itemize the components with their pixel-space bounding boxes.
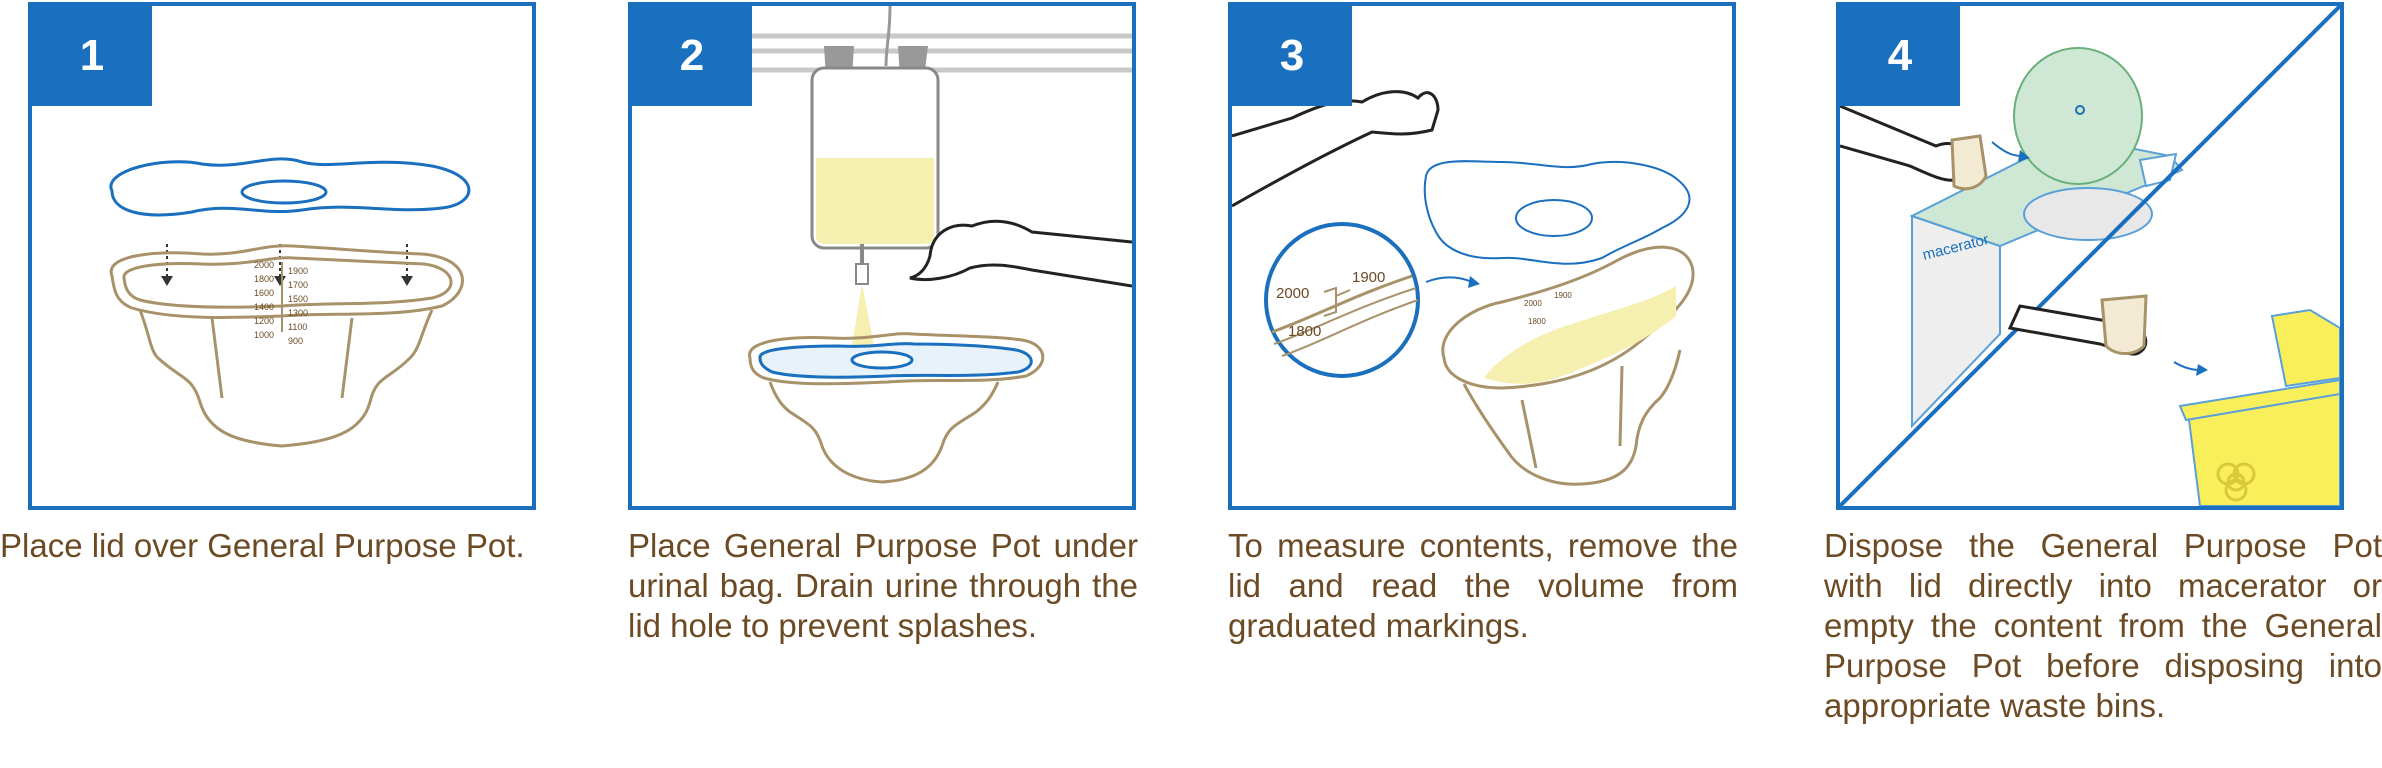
step-1-panel: 1 2000 1800 1600 [28,2,536,510]
urine-in-bag [816,158,934,244]
arrow-icon [1991,141,2023,157]
step-4-caption: Dispose the General Purpose Pot with lid… [1824,527,2382,724]
scale-right-5: 900 [288,336,303,346]
graduation-scale: 2000 1800 1600 1400 1200 1000 1900 1700 … [254,260,308,346]
step-4-number-badge: 4 [1840,6,1960,106]
pot-pouring [1950,134,1988,191]
step-2-panel: 2 [628,2,1136,510]
pot-held [2100,294,2148,355]
step-4-panel: macerator [1836,2,2344,510]
gloved-hand-icon [909,219,1132,288]
step-3-caption: To measure contents, remove the lid and … [1228,527,1738,644]
lid-hole [1515,199,1593,237]
biohazard-icon [2216,462,2256,502]
scale-right-4: 1100 [288,322,307,332]
urine-stream [852,284,874,346]
arrow-icon [1425,276,1473,283]
scale-left-3: 1400 [254,302,274,312]
scale-right-0: 1900 [288,266,308,276]
step-1-number-badge: 1 [32,6,152,106]
scale-right-2: 1500 [288,294,308,304]
step-2-caption: Place General Purpose Pot under urinal b… [628,527,1138,644]
zoom-magnifier: 2000 1900 1800 [1264,222,1420,378]
lid-hole [240,179,328,205]
scale-left-0: 2000 [254,260,274,270]
general-purpose-pot [109,244,464,448]
pot-scale-1900: 1900 [1554,291,1572,300]
step-4-illustration: macerator [1840,6,2340,506]
step-2-number-badge: 2 [632,6,752,106]
scale-left-1: 1800 [254,274,274,284]
step-3-panel: 2000 1900 1800 2000 1900 1800 3 [1228,2,1736,510]
step-1-caption: Place lid over General Purpose Pot. [0,527,525,564]
zoom-label-1800: 1800 [1288,323,1321,340]
step-1-illustration: 2000 1800 1600 1400 1200 1000 1900 1700 … [109,157,471,448]
lid-shape [109,157,471,217]
gloved-hand-icon [1232,90,1440,208]
scale-right-1: 1700 [288,280,308,290]
scale-left-4: 1200 [254,316,274,326]
arrow-icon [2173,361,2201,371]
pot-scale-labels: 2000 1900 1800 [1524,291,1572,326]
general-purpose-pot [1441,245,1695,486]
step-3-illustration: 2000 1900 1800 2000 1900 1800 [1232,90,1695,486]
macerator-unit: macerator [1909,47,2184,429]
waste-bin [2178,308,2340,506]
scale-right-3: 1300 [288,308,308,318]
zoom-label-1900: 1900 [1352,269,1385,286]
pot-scale-1800: 1800 [1528,317,1546,326]
step-3-number-badge: 3 [1232,6,1352,106]
pot-scale-2000: 2000 [1524,299,1542,308]
zoom-label-2000: 2000 [1276,285,1309,302]
lid-shape [1423,160,1691,265]
scale-left-2: 1600 [254,288,274,298]
scale-left-5: 1000 [254,330,274,340]
step-2-illustration [632,6,1132,484]
general-purpose-pot [748,332,1045,484]
